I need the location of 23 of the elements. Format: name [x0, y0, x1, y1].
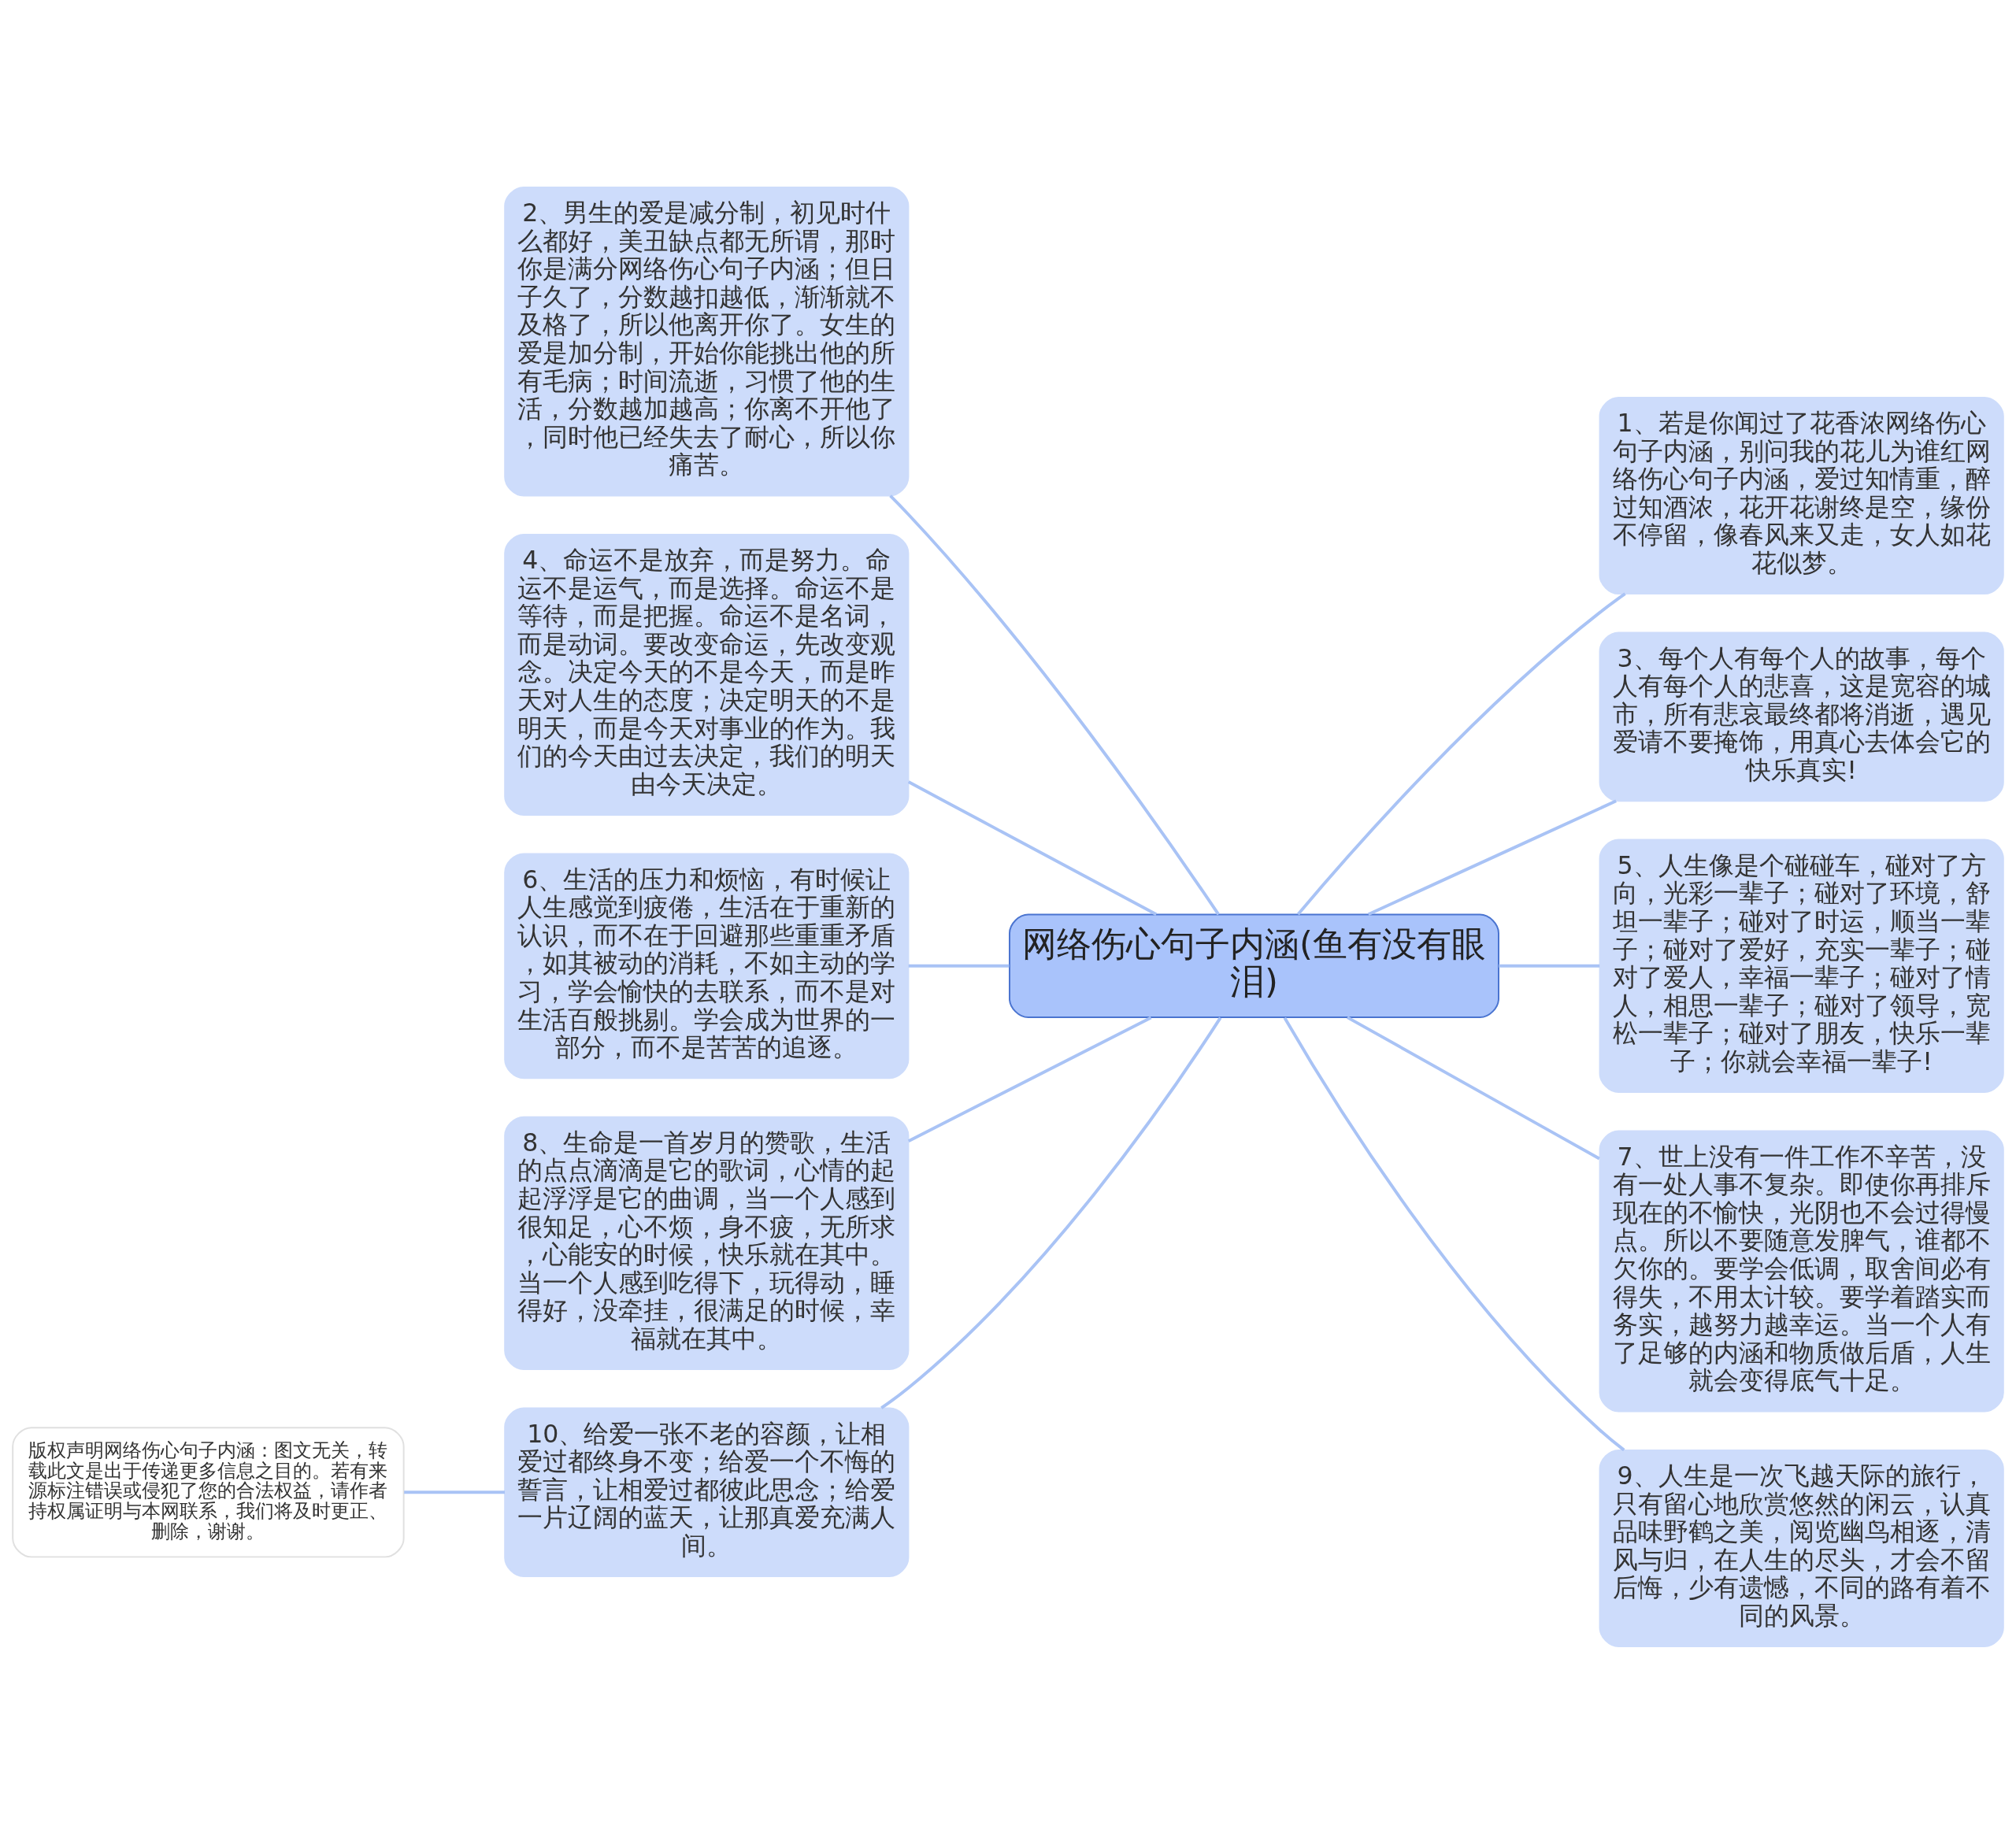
node-box: 网络伤心句子内涵(鱼有没有眼泪) — [1009, 913, 1499, 1018]
node-box: 7、世上没有一件工作不辛苦，没有一处人事不复杂。即使你再排斥现在的不愉快，光阴也不会过得慢点。所以不要随意发脾气，谁都不欠你的。要学会低调，取舍间必有得失，不用太计较。要学着踏实而务实，越努力越幸运。当一个人有了足够的内涵和物质做后盾，人生就会变得底气十足。 — [1599, 1129, 2004, 1412]
connector — [404, 1490, 505, 1494]
connector — [907, 779, 1158, 916]
connector — [1499, 964, 1600, 968]
connector — [908, 964, 1010, 968]
node-box: 9、人生是一次飞越天际的旅行，只有留心地欣赏悠然的闲云，认真品味野鹤之美，阅览幽鸟相逐，清风与归，在人生的尽头，才会不留后悔，少有遗憾，不同的路有着不同的风景。 — [1599, 1449, 2004, 1647]
node-box: 3、每个人有每个人的故事，每个人有每个人的悲喜，这是宽容的城市，所有悲哀最终都将消逝，遇见爱请不要掩饰，用真心去体会它的快乐真实! — [1599, 631, 2004, 802]
node-box: 10、给爱一张不老的容颜，让相爱过都终身不变；给爱一个不悔的誓言，让相爱过都彼此思念；给爱一片辽阔的蓝天，让那真爱充满人间。 — [504, 1407, 910, 1577]
node-box: 版权声明网络伤心句子内涵：图文无关，转载此文是出于传递更多信息之目的。若有来源标注错误或侵犯了您的合法权益，请作者持权属证明与本网联系，我们将及时更正、删除，谢谢。 — [12, 1426, 405, 1557]
connector — [1346, 1015, 1600, 1160]
node-box: 8、生命是一首岁月的赞歌，生活的点点滴滴是它的歌词，心情的起起浮浮是它的曲调，当一个人感到很知足，心不烦，身不疲，无所求，心能安的时候，快乐就在其中。当一个人感到吃得下，玩得动，睡得好，没牵挂，很满足的时候，幸福就在其中。 — [504, 1116, 910, 1370]
connector — [1296, 592, 1626, 915]
node-box: 2、男生的爱是减分制，初见时什么都好，美丑缺点都无所谓，那时你是满分网络伤心句子内涵；但日子久了，分数越扣越低，渐渐就不及格了，所以他离开你了。女生的爱是加分制，开始你能挑出他的所有毛病；时间流逝，习惯了他的生活，分数越加越高；你离不开他了，同时他已经失去了耐心，所以你痛苦。 — [504, 186, 910, 496]
node-box: 1、若是你闻过了花香浓网络伤心句子内涵，别问我的花儿为谁红网络伤心句子内涵，爱过知情重，醉过知酒浓，花开花谢终是空，缘份不停留，像春风来又走，女人如花花似梦。 — [1599, 396, 2004, 594]
node-box: 5、人生像是个碰碰车，碰对了方向，光彩一辈子；碰对了环境，舒坦一辈子；碰对了时运，顺当一辈子；碰对了爱好，充实一辈子；碰对了爱人，幸福一辈子；碰对了情人，相思一辈子；碰对了领导，宽松一辈子；碰对了朋友，快乐一辈子；你就会幸福一辈子! — [1599, 839, 2004, 1093]
node-box: 6、生活的压力和烦恼，有时候让人生感觉到疲倦，生活在于重新的认识，而不在于回避那些重重矛盾，如其被动的消耗，不如主动的学习，学会愉快的去联系，而不是对生活百般挑剔。学会成为世界的一部分，而不是苦苦的追逐。 — [504, 852, 910, 1079]
connector — [907, 1016, 1152, 1142]
connector — [880, 1016, 1222, 1409]
node-box: 4、命运不是放弃，而是努力。命运不是运气，而是选择。命运不是等待，而是把握。命运不是名词，而是动词。要改变命运，先改变观念。决定今天的不是今天，而是昨天对人生的态度；决定明天的不是明天，而是今天对事业的作为。我们的今天由过去决定，我们的明天由今天决定。 — [504, 533, 910, 816]
connector — [1367, 798, 1617, 916]
connector — [1283, 1016, 1625, 1451]
connector — [889, 494, 1220, 916]
